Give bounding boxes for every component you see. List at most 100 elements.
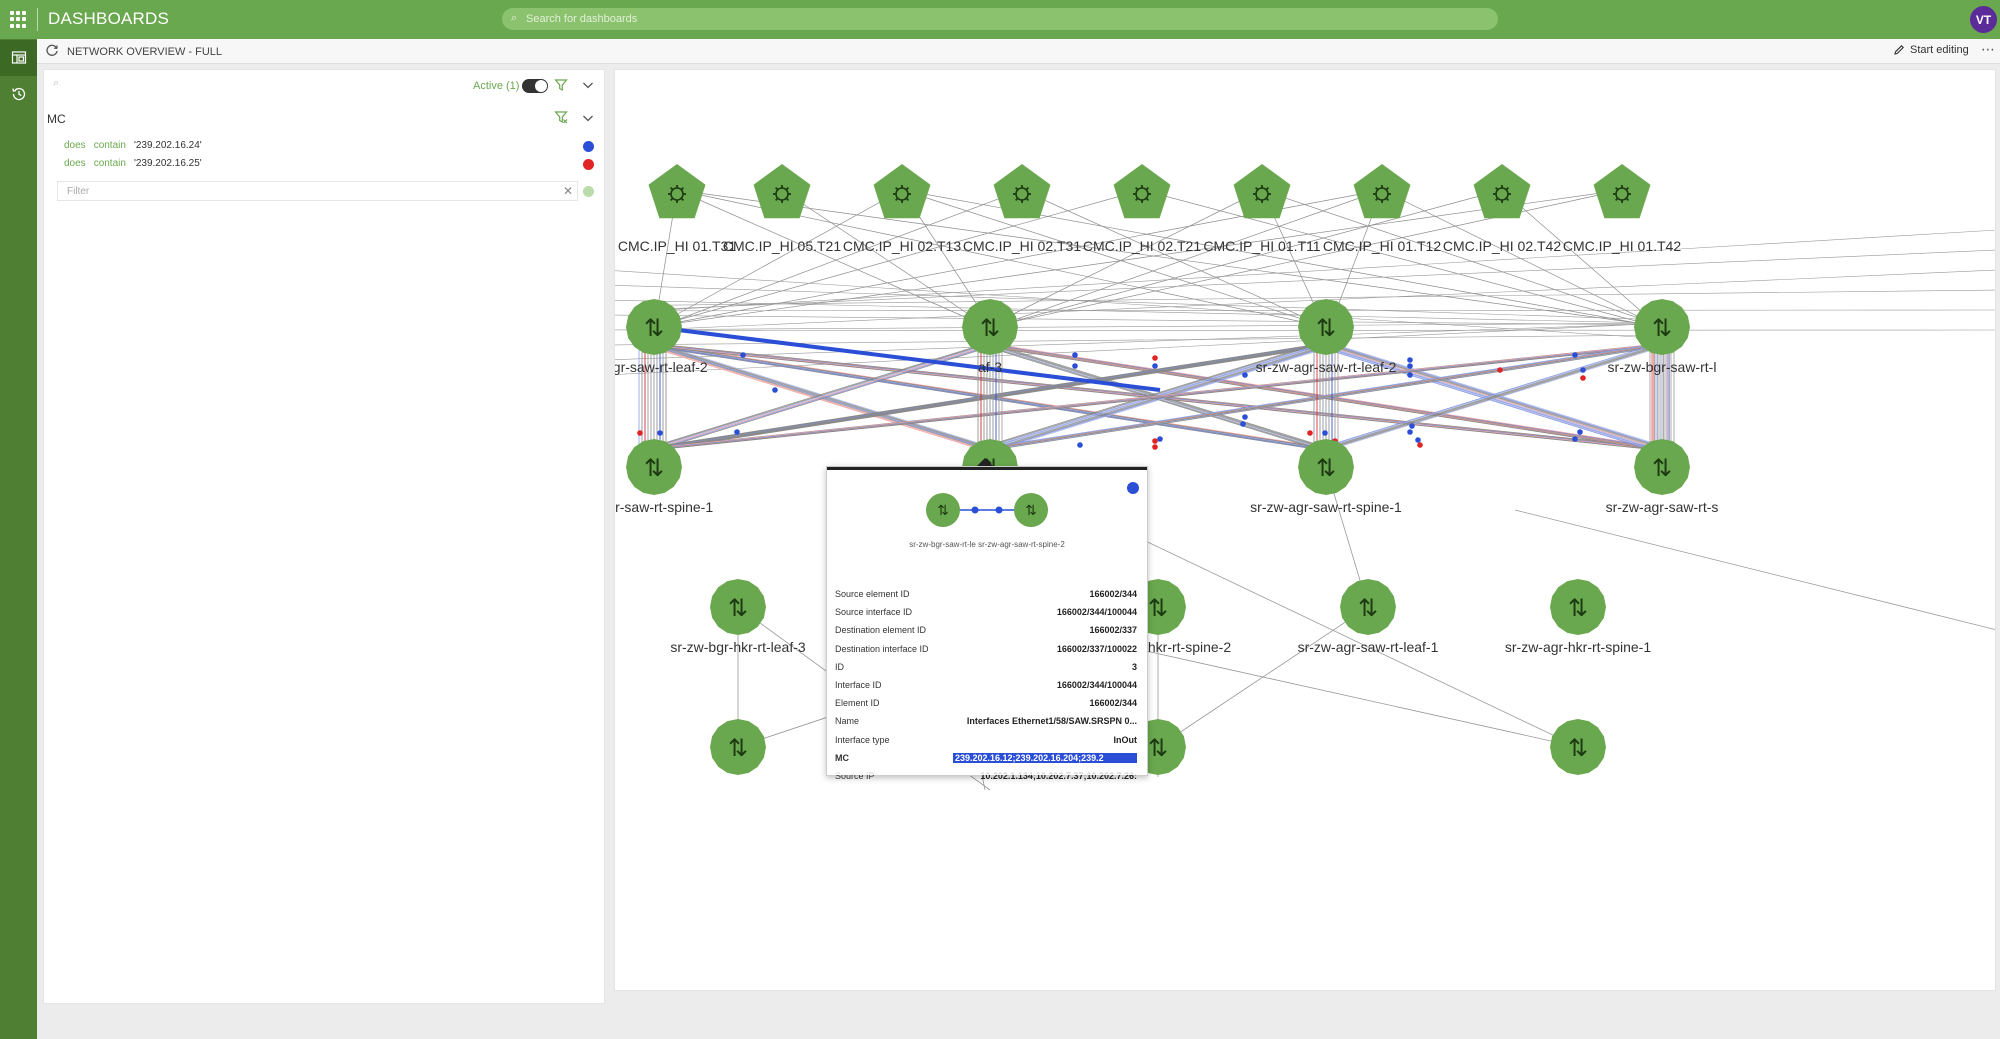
tooltip-edge-label: sr-zw-bgr-saw-rt-le sr-zw-agr-saw-rt-spi… <box>909 540 1065 549</box>
edge <box>1021 189 1326 328</box>
edge-markers <box>637 352 1586 450</box>
active-filters-toggle[interactable] <box>522 79 548 93</box>
router-node[interactable]: ⇅sr-zw-agr-saw-rt-s <box>1606 439 1719 515</box>
data-source-node[interactable]: CMC.IP_HI 01.T31 <box>618 164 736 254</box>
close-icon[interactable]: ✕ <box>562 184 573 198</box>
data-source-node[interactable]: CMC.IP_HI 02.T13 <box>843 164 961 254</box>
toggle-knob <box>535 80 547 92</box>
router-node[interactable]: ⇅sr-zw-bgr-saw-rt-l <box>1608 299 1717 375</box>
edge <box>615 314 1663 326</box>
edge <box>1324 344 1661 450</box>
filter-clear-icon[interactable] <box>554 110 568 124</box>
app-launcher-icon[interactable] <box>10 11 27 28</box>
edge-marker <box>1322 430 1328 436</box>
data-source-node[interactable]: CMC.IP_HI 01.T12 <box>1323 164 1441 254</box>
edge-marker <box>1577 429 1583 435</box>
rule-color-swatch[interactable] <box>583 186 594 197</box>
data-source-node[interactable]: CMC.IP_HI 01.T42 <box>1563 164 1681 254</box>
chevron-down-icon[interactable] <box>582 79 594 91</box>
edge <box>653 325 1161 392</box>
router-node[interactable]: ⇅sr-zw-agr-saw-rt-leaf-1 <box>1298 579 1439 655</box>
edge-marker <box>740 352 746 358</box>
property-value: 166002/344 <box>1089 698 1137 709</box>
edge-marker <box>1307 430 1313 436</box>
pencil-icon <box>1894 45 1904 55</box>
dashboard-search[interactable]: ⌕ <box>502 8 1498 30</box>
edge-marker <box>1242 372 1248 378</box>
status-dot <box>1127 482 1139 494</box>
property-value: 166002/344/100044 <box>1056 679 1137 690</box>
history-icon[interactable] <box>0 76 37 112</box>
router-node[interactable]: ⇅-bgr-saw-rt-spine-1 <box>615 439 713 515</box>
edge-marker <box>1152 444 1158 450</box>
edge <box>615 270 1663 339</box>
gear-icon <box>1493 185 1511 203</box>
edge-marker <box>1157 436 1163 442</box>
refresh-icon[interactable] <box>45 44 59 58</box>
property-value: 166002/344/100044 <box>1056 607 1137 618</box>
property-value[interactable]: 239.202.16.12;239.202.16.204;239.2 <box>953 752 1137 763</box>
gear-icon <box>1013 185 1031 203</box>
router-node[interactable]: ⇅ <box>710 719 766 775</box>
node-label: sr-zw-agr-hkr-rt-spine-1 <box>1505 639 1651 655</box>
edge <box>664 344 1673 450</box>
router-node[interactable]: ⇅sr-zw-agr-saw-rt-spine-1 <box>1250 439 1402 515</box>
pentagon-shape <box>873 164 931 219</box>
router-icon: ⇅ <box>1568 594 1588 622</box>
edge <box>1261 189 1665 328</box>
data-source-node[interactable]: CMC.IP_HI 01.T11 <box>1203 164 1321 254</box>
router-shape <box>1634 299 1690 355</box>
router-node[interactable]: ⇅ <box>1550 719 1606 775</box>
rule-color-swatch[interactable] <box>583 141 594 152</box>
filter-input-wrapper: ✕ <box>57 181 578 201</box>
more-options-button[interactable]: ⋯ <box>1981 41 1995 57</box>
router-icon: ⇅ <box>1316 454 1336 482</box>
data-source-node[interactable]: CMC.IP_HI 02.T42 <box>1443 164 1561 254</box>
pentagon-shape <box>1593 164 1651 219</box>
router-node[interactable]: ⇅ sr-zw-agr-hkr-rt-spine-1 <box>1505 579 1651 655</box>
start-editing-button[interactable]: Start editing <box>1893 44 1969 56</box>
pentagon-shape <box>1353 164 1411 219</box>
data-source-node[interactable]: CMC.IP_HI 05.T21 <box>723 164 841 254</box>
router-node[interactable]: ⇅sr-zw-agr-saw-rt-leaf-2 <box>1256 299 1397 375</box>
gear-icon <box>1613 185 1631 203</box>
gear-icon <box>1253 185 1271 203</box>
filter-icon[interactable] <box>554 78 568 92</box>
router-node[interactable]: ⇅-bgr-saw-rt-leaf-2 <box>615 299 708 375</box>
user-avatar[interactable]: VT <box>1970 6 1997 33</box>
filter-input[interactable] <box>67 185 547 198</box>
edge <box>664 344 1337 450</box>
edge-marker <box>637 430 643 436</box>
rule-color-swatch[interactable] <box>583 159 594 170</box>
router-icon: ⇅ <box>980 314 1000 342</box>
edge <box>1322 344 1660 450</box>
pentagon-shape <box>1113 164 1171 219</box>
router-shape <box>1550 719 1606 775</box>
router-node[interactable]: ⇅sr-zw-bgr-hkr-rt-leaf-3 <box>670 579 806 655</box>
router-icon: ⇅ <box>644 314 664 342</box>
edge <box>1141 189 1659 328</box>
svg-text:⇅: ⇅ <box>1025 503 1037 519</box>
active-filters-label: Active (1) <box>473 80 520 92</box>
dashboard-search-input[interactable] <box>526 11 1426 27</box>
chevron-down-icon[interactable] <box>582 112 594 124</box>
data-source-node[interactable]: CMC.IP_HI 02.T21 <box>1083 164 1201 254</box>
router-icon: ⇅ <box>728 594 748 622</box>
search-icon[interactable]: ⌕ <box>53 77 60 89</box>
filter-group-label: MC <box>47 112 66 126</box>
router-node[interactable]: ⇅ af-3 <box>962 299 1018 375</box>
edge <box>653 289 1995 306</box>
edge <box>676 189 1666 328</box>
node-label: af-3 <box>978 359 1002 375</box>
router-icon: ⇅ <box>1652 314 1672 342</box>
data-source-node[interactable]: CMC.IP_HI 02.T31 <box>963 164 1081 254</box>
pentagon-shape <box>993 164 1051 219</box>
dashboards-icon[interactable] <box>0 40 37 76</box>
